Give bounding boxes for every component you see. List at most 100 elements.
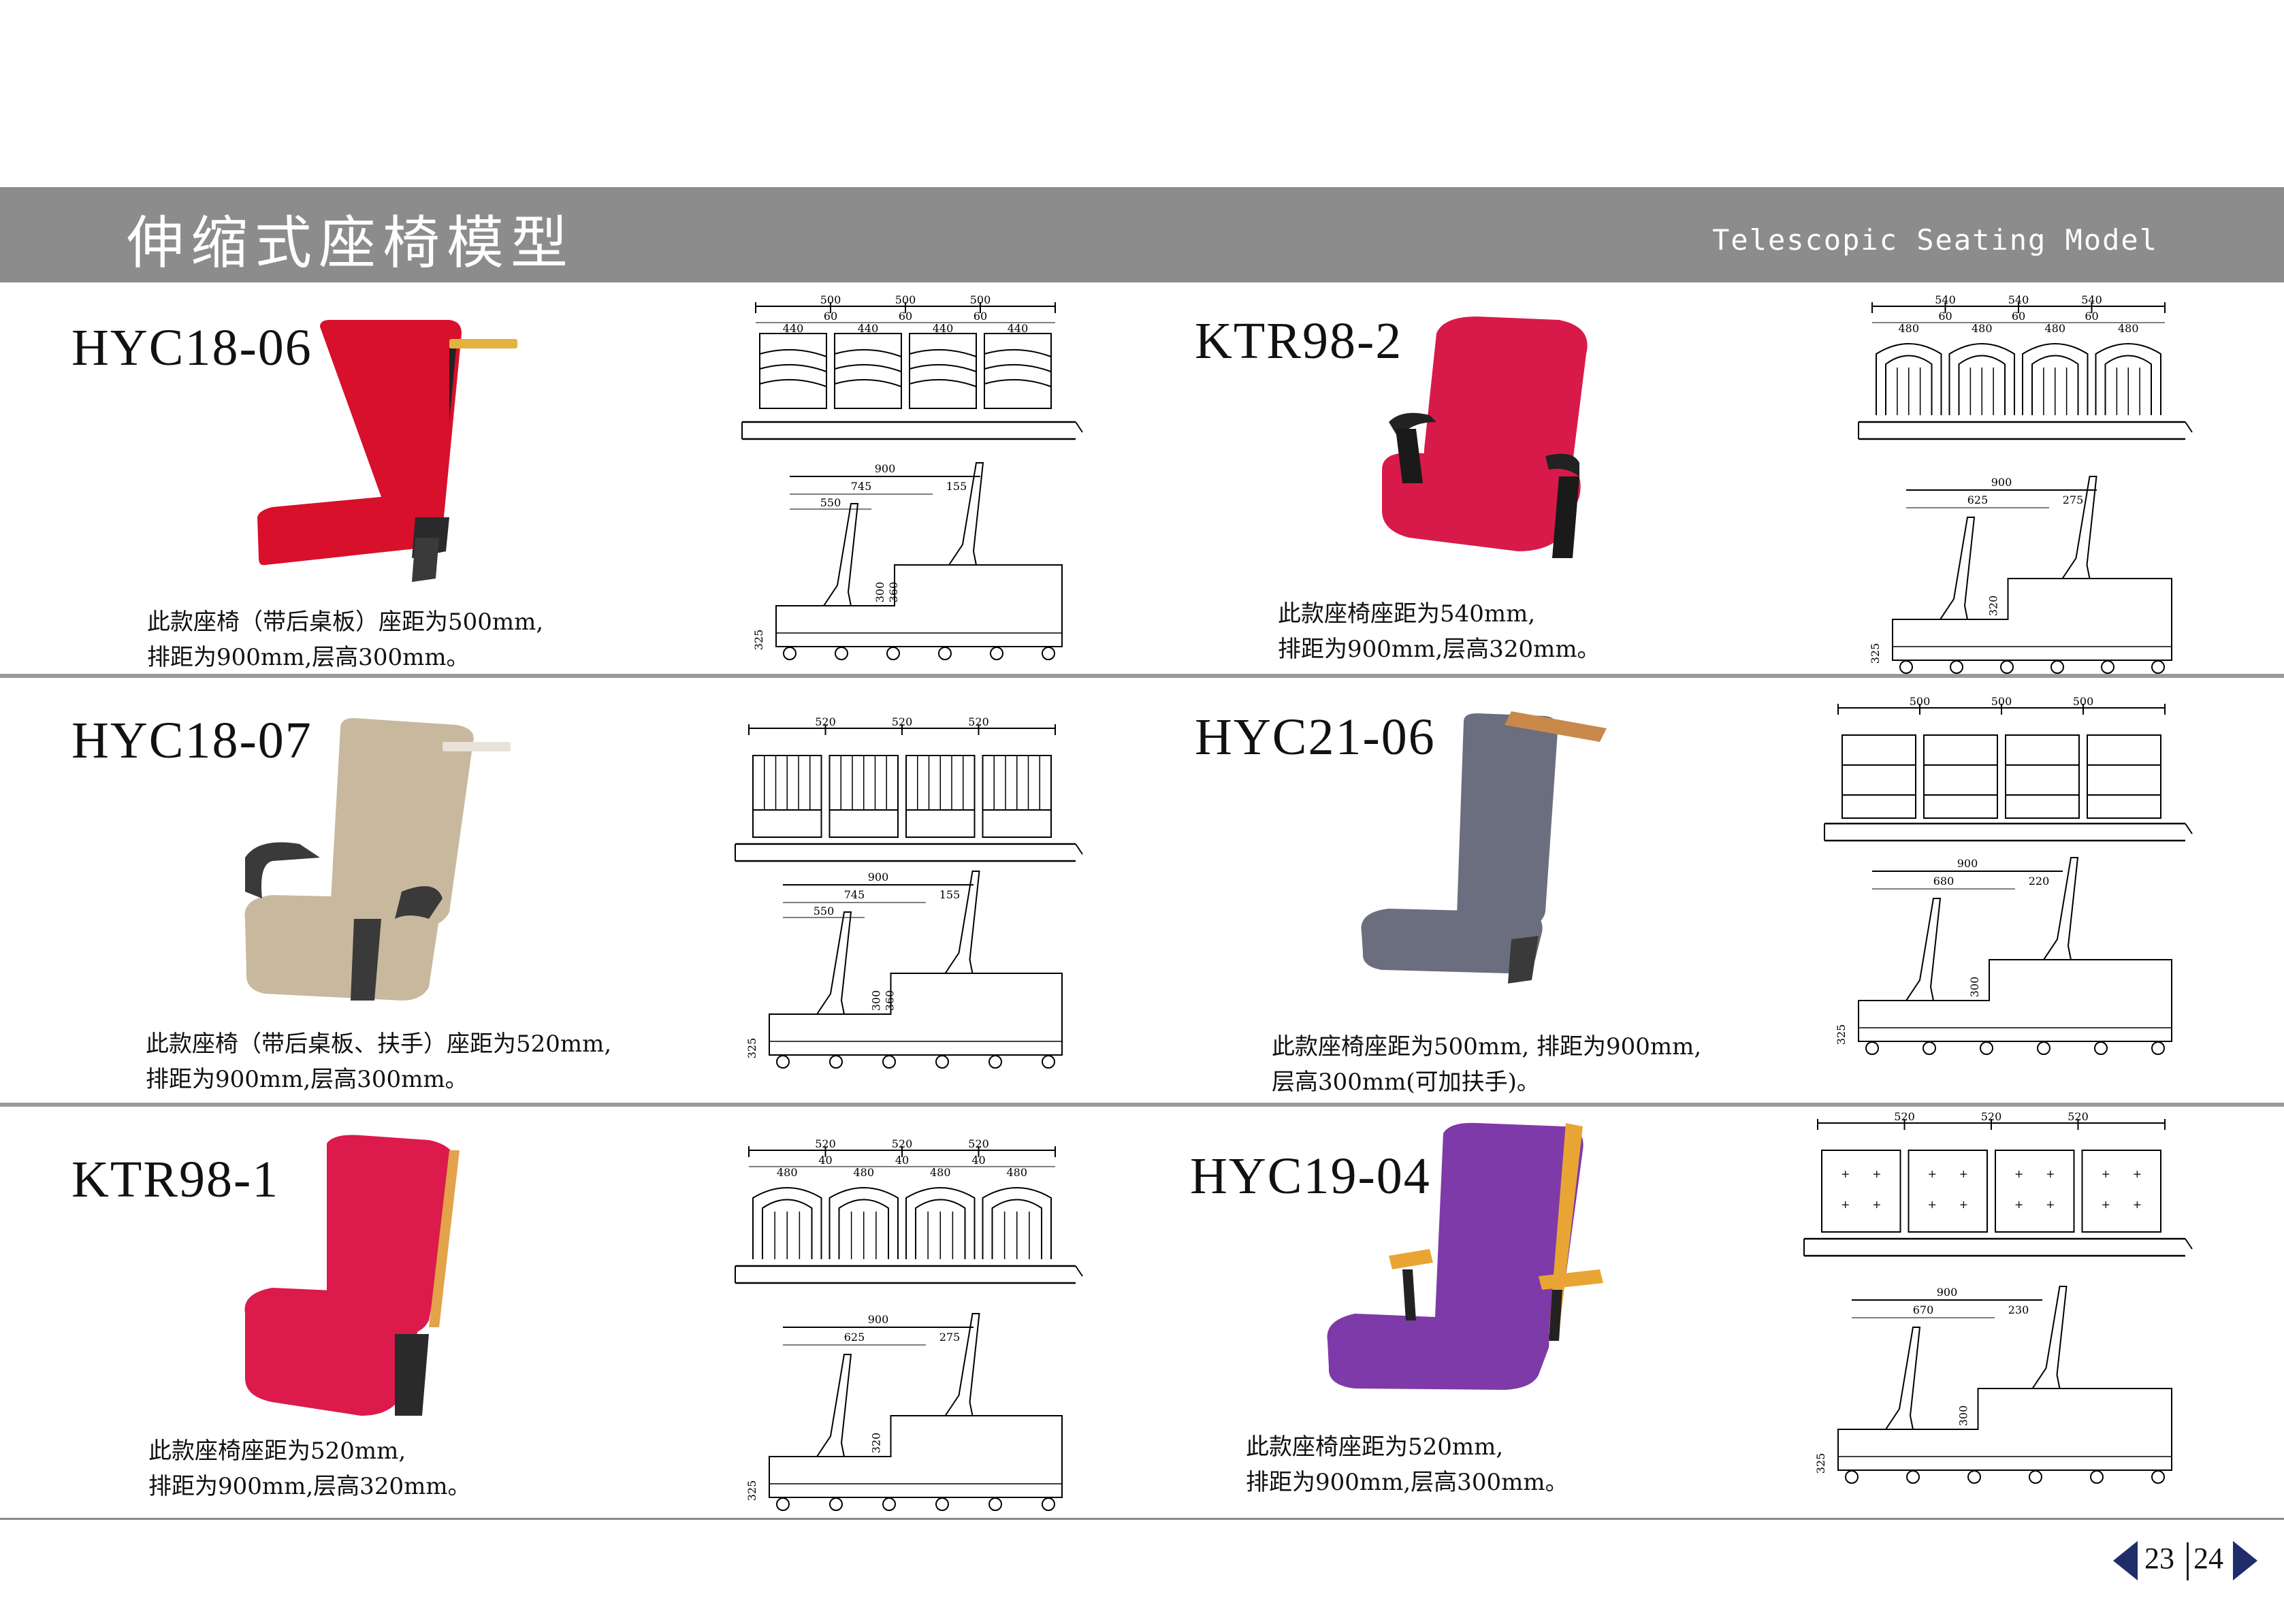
chair-profile: [783, 503, 859, 606]
wheel: [776, 1497, 790, 1511]
chair-back: [2005, 734, 2080, 766]
chair-back: [2081, 1150, 2161, 1233]
wheel: [1899, 660, 1913, 674]
dimension-label: 480: [777, 1166, 798, 1179]
wheel: [835, 647, 848, 660]
dimension-label: 900: [868, 1313, 889, 1326]
platform: [1837, 1388, 2172, 1471]
dimension-label: 325: [752, 630, 765, 651]
chair-photo-hyc18-07: [244, 718, 511, 1001]
dimension-label: 480: [2044, 322, 2065, 335]
dimension-label: 500: [895, 293, 916, 306]
wheel: [1042, 1055, 1055, 1069]
chair-profile: [1899, 517, 1976, 620]
dimension-label: 300: [870, 990, 883, 1011]
chair-back: [909, 333, 977, 409]
platform: [1858, 959, 2172, 1042]
chair-back: [2087, 764, 2161, 796]
dimension-label: 440: [858, 322, 879, 335]
next-page-arrow-icon[interactable]: [2233, 1537, 2260, 1585]
chair-profile: [2003, 857, 2079, 960]
chair-back: [905, 1187, 976, 1259]
chair-line: [984, 348, 1052, 357]
dimension-label: 60: [824, 310, 837, 323]
wheel: [783, 647, 797, 660]
chair-profile: [2021, 476, 2097, 579]
chair-photo-hyc21-06: [1361, 711, 1607, 984]
dimension-label: 220: [2029, 875, 2050, 888]
chair-back: [752, 1187, 822, 1259]
wheel: [1906, 1470, 1920, 1484]
dimension-label: 520: [968, 715, 989, 728]
desc-hyc21-06: 此款座椅座距为500mm, 排距为900mm, 层高300mm(可加扶手)。: [1272, 1029, 1701, 1100]
page-title: 伸缩式座椅模型: [127, 210, 575, 276]
row-divider-1: [0, 674, 2284, 678]
chair-back: [2005, 764, 2080, 796]
chair-photo-ktr98-2: [1382, 316, 1588, 558]
chair-back: [834, 333, 902, 409]
wheel: [2151, 1041, 2165, 1055]
dimension-label: 480: [2118, 322, 2139, 335]
dimension-label: 440: [1008, 322, 1029, 335]
dimension-label: 625: [844, 1331, 865, 1344]
desc-line: 此款座椅（带后桌板、扶手）座距为520mm,: [146, 1030, 612, 1058]
dimension-label: 480: [1972, 322, 1993, 335]
dimension-label: +: [2014, 1198, 2023, 1211]
dimension-label: 325: [1835, 1024, 1848, 1045]
page-separator: [2187, 1542, 2189, 1580]
chair-seat: [829, 809, 899, 838]
wheel: [882, 1055, 896, 1069]
chair-line: [834, 378, 902, 387]
desc-hyc18-07: 此款座椅（带后桌板、扶手）座距为520mm, 排距为900mm,层高300mm。: [146, 1026, 611, 1097]
dimension-label: +: [2101, 1167, 2110, 1180]
chair-line: [909, 378, 977, 387]
wheel: [2037, 1041, 2050, 1055]
page-subtitle: Telescopic Seating Model: [1712, 223, 2158, 257]
dimension-label: +: [2046, 1167, 2055, 1180]
chair-profile: [904, 1313, 980, 1416]
dimension-label: 680: [1933, 875, 1955, 888]
dimension-label: 520: [892, 715, 913, 728]
chair-back: [2095, 343, 2161, 415]
dimension-label: +: [1959, 1198, 1968, 1211]
dimension-label: 900: [875, 462, 896, 475]
desc-line: 此款座椅座距为520mm,: [1246, 1433, 1504, 1461]
chair-line: [984, 363, 1052, 372]
desc-line: 排距为900mm,层高300mm。: [1246, 1469, 1569, 1496]
chair-line: [984, 378, 1052, 387]
prev-page-arrow-icon[interactable]: [2110, 1537, 2138, 1585]
chair-back: [982, 1187, 1052, 1259]
dimension-label: 500: [970, 293, 991, 306]
dimension-label: +: [2101, 1198, 2110, 1211]
desc-line: 排距为900mm,层高300mm。: [146, 1066, 468, 1093]
dimension-label: 745: [844, 888, 865, 901]
chair-back: [991, 1199, 1042, 1259]
dimension-label: 60: [2085, 310, 2098, 323]
chair-profile: [1991, 1286, 2068, 1389]
model-name-hyc19-04: HYC19-04: [1190, 1148, 1431, 1205]
dimension-label: 60: [899, 310, 912, 323]
dimension-label: 275: [2063, 493, 2084, 506]
dimension-label: 550: [820, 496, 841, 509]
chair-seat: [1923, 794, 1998, 819]
dimension-label: 440: [933, 322, 954, 335]
chair-line: [834, 363, 902, 372]
chair-profile: [1865, 898, 1942, 1001]
chair-back: [1876, 343, 1942, 415]
chair-back: [1885, 355, 1933, 415]
dimension-label: +: [1927, 1198, 1936, 1211]
model-name-ktr98-1: KTR98-1: [71, 1151, 280, 1208]
page-navigator: 23 24: [2110, 1537, 2260, 1585]
wheel: [776, 1055, 790, 1069]
dimension-label: 325: [1869, 643, 1882, 664]
desc-hyc19-04: 此款座椅座距为520mm, 排距为900mm,层高300mm。: [1246, 1429, 1569, 1500]
chair-profile: [908, 462, 984, 566]
dimension-label: +: [1841, 1198, 1850, 1211]
dimension-label: 520: [1894, 1110, 1915, 1123]
bottom-divider: [0, 1518, 2284, 1520]
chair-back: [1923, 764, 1998, 796]
wheel: [829, 1055, 843, 1069]
row-divider-2: [0, 1103, 2284, 1107]
